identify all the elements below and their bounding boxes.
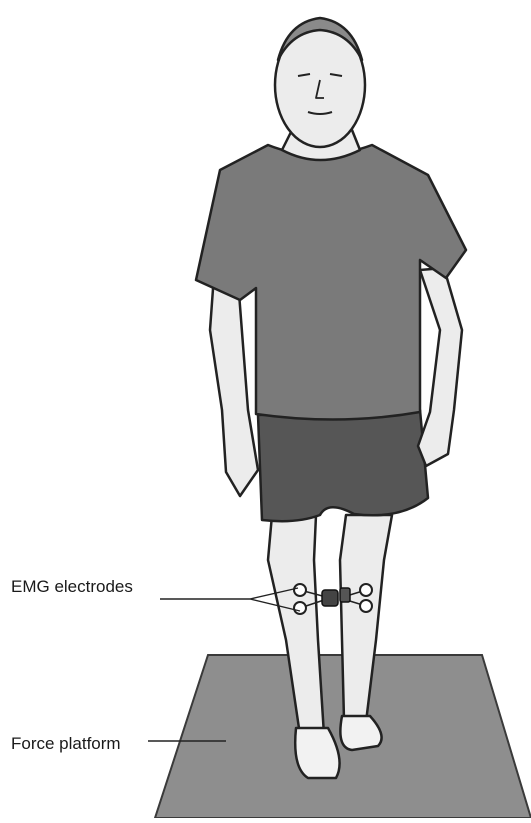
emg-electrode <box>294 584 306 596</box>
emg-electrodes-label: EMG electrodes <box>11 578 133 595</box>
emg-electrode <box>360 600 372 612</box>
force-platform-label: Force platform <box>11 735 121 752</box>
emg-amplifier <box>322 590 338 606</box>
emg-electrode <box>360 584 372 596</box>
right-foot <box>295 728 339 778</box>
left-foot <box>340 716 381 750</box>
right-arm <box>210 275 258 496</box>
emg-amplifier <box>340 588 350 602</box>
left-arm <box>418 268 462 466</box>
emg-electrode <box>294 602 306 614</box>
shorts <box>258 410 428 521</box>
